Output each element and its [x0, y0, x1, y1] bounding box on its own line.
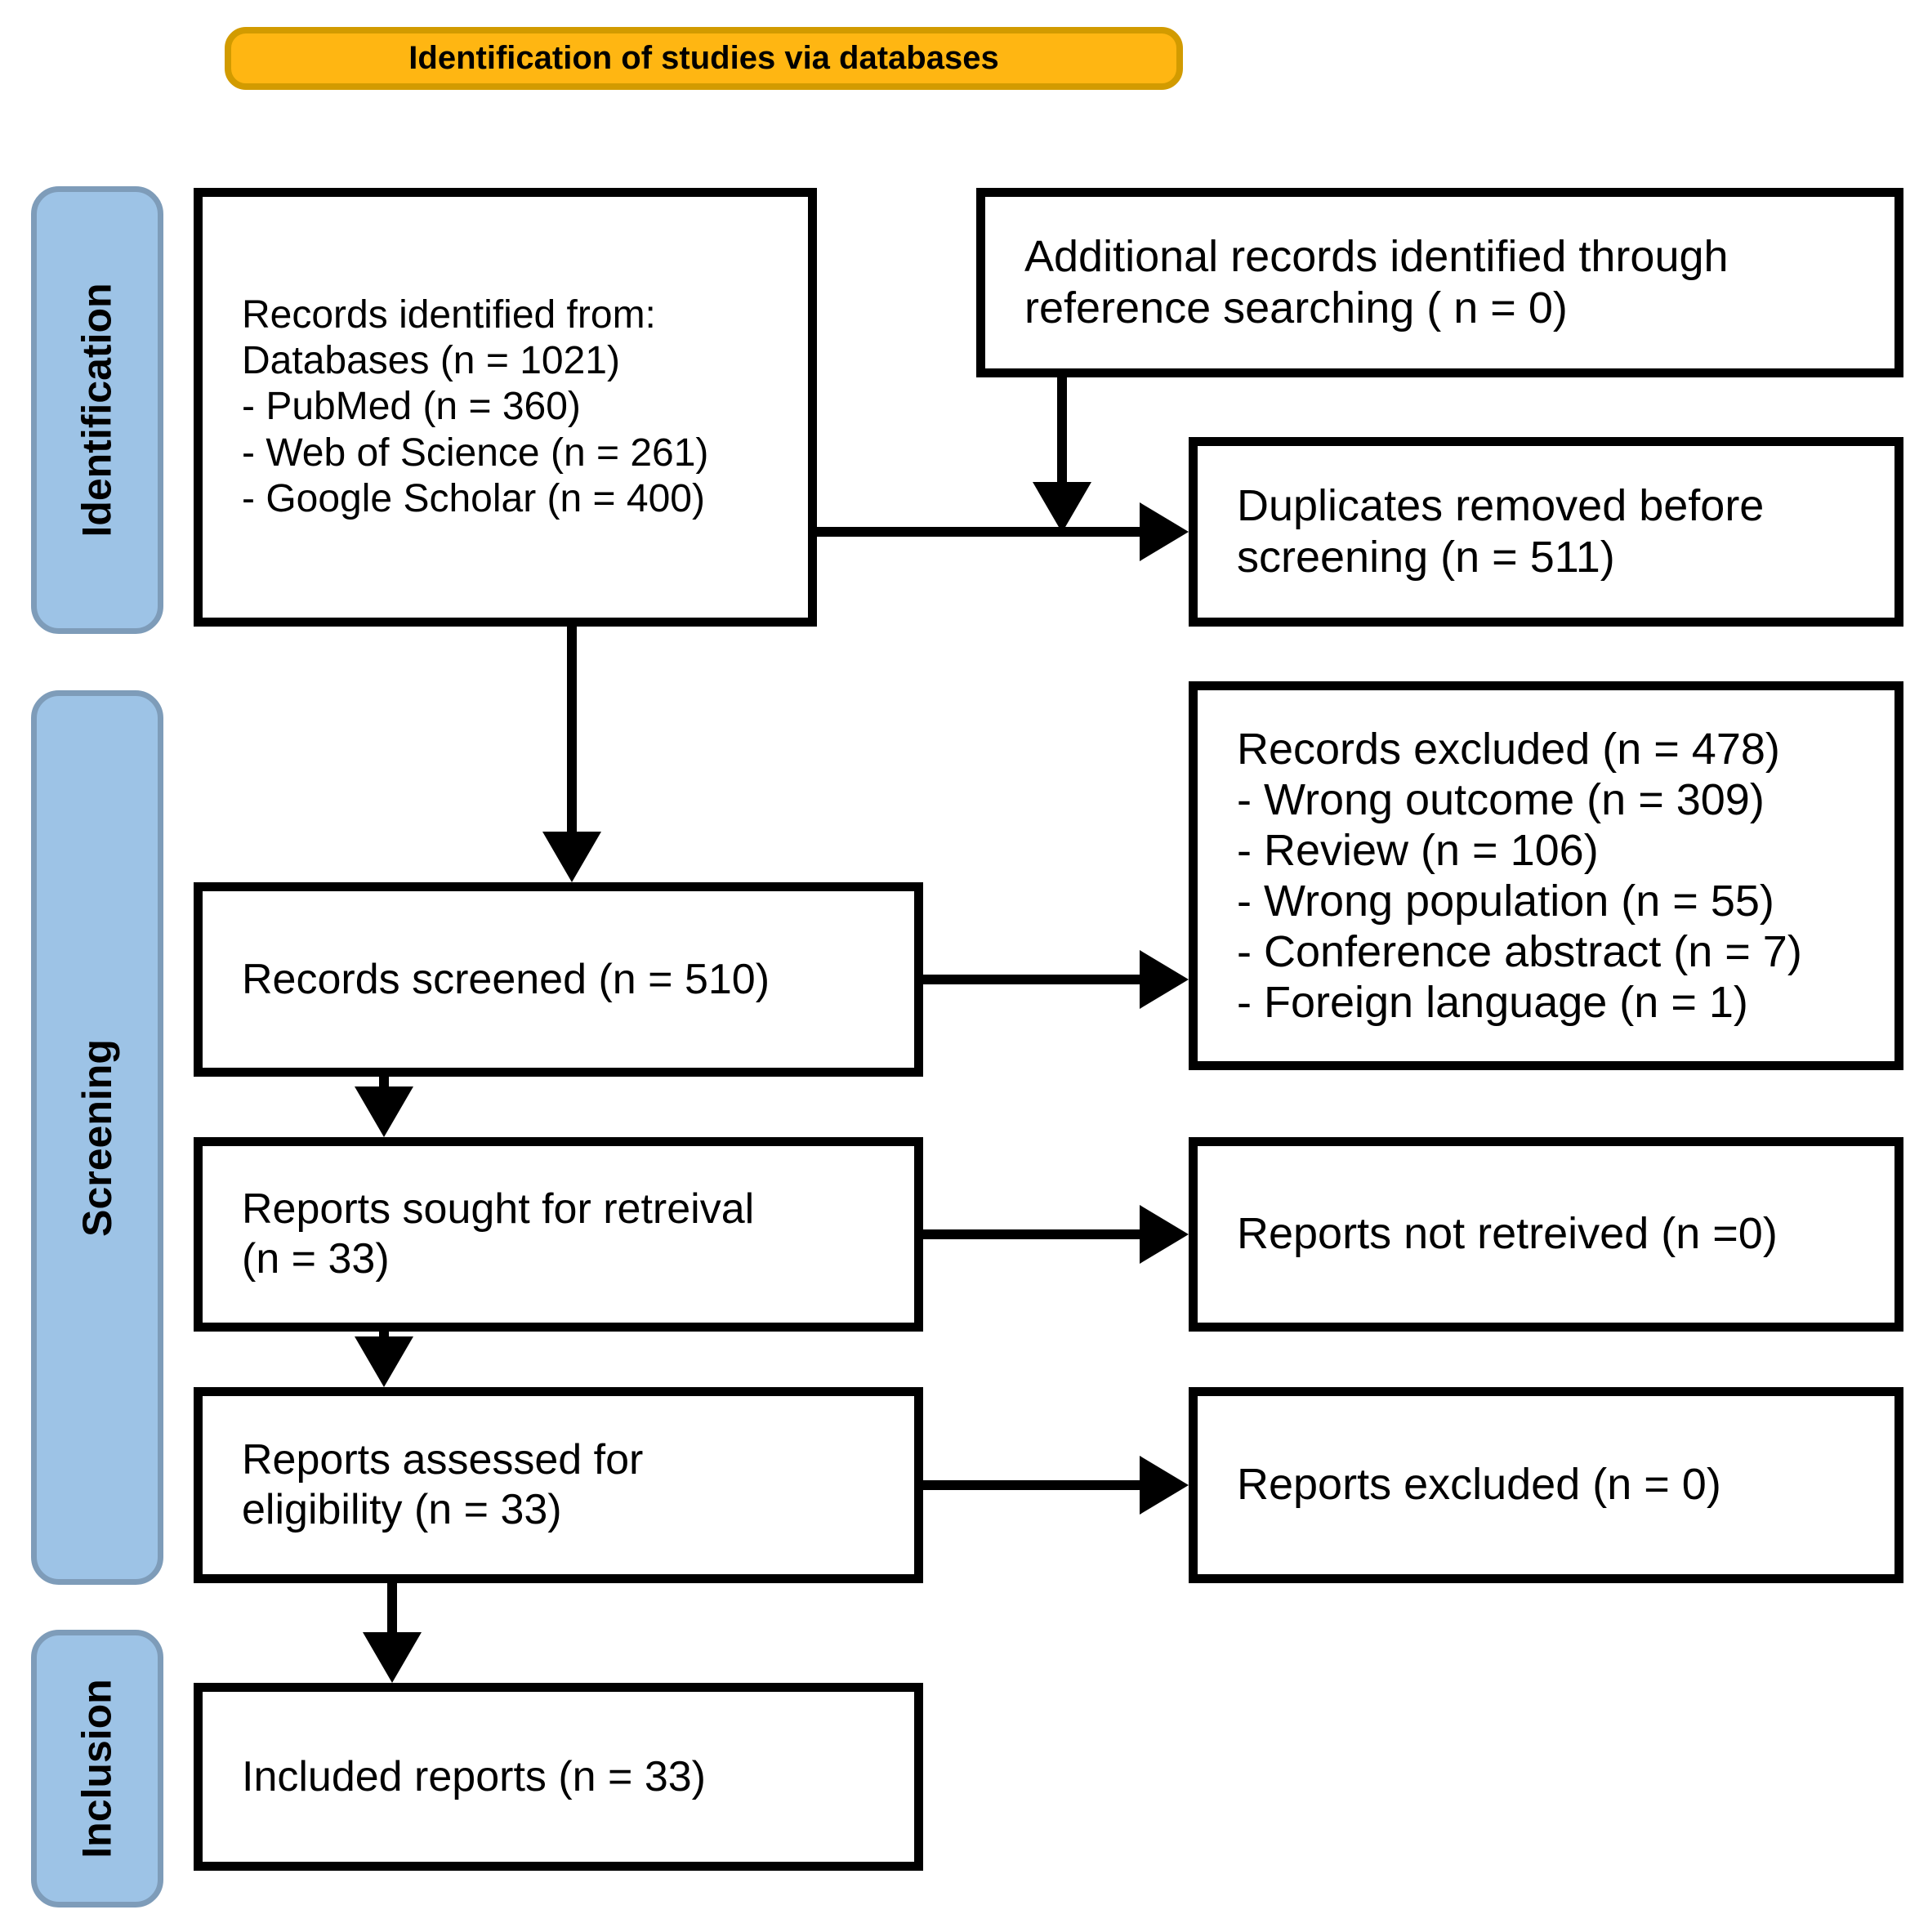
- arrow-sought-to-assessed-shaft: [379, 1332, 389, 1340]
- arrow-right-icon: [1140, 1205, 1189, 1264]
- box-records-excluded: Records excluded (n = 478) - Wrong outco…: [1189, 681, 1903, 1070]
- arrow-down-icon: [363, 1632, 422, 1683]
- arrow-screened-to-excluded-shaft: [923, 975, 1140, 984]
- stage-rail-screening: Screening: [31, 690, 163, 1585]
- arrow-right-icon: [1140, 1456, 1189, 1515]
- box-reports-excluded: Reports excluded (n = 0): [1189, 1387, 1903, 1583]
- box-records-identified: Records identified from: Databases (n = …: [194, 188, 817, 627]
- arrow-assessed-to-included-shaft: [387, 1583, 397, 1634]
- box-records-excluded-text: Records excluded (n = 478) - Wrong outco…: [1237, 724, 1802, 1028]
- box-duplicates-removed: Duplicates removed before screening (n =…: [1189, 437, 1903, 627]
- box-reports-not-retrieved: Reports not retreived (n =0): [1189, 1137, 1903, 1332]
- arrow-down-icon: [1033, 482, 1091, 533]
- arrow-right-icon: [1140, 950, 1189, 1009]
- stage-label-identification: Identification: [74, 283, 121, 538]
- box-additional-records-text: Additional records identified through re…: [1024, 231, 1729, 332]
- box-records-screened: Records screened (n = 510): [194, 882, 923, 1077]
- arrow-additional-to-duplicates-shaft: [1057, 377, 1067, 482]
- arrow-assessed-to-reportsexcluded-shaft: [923, 1480, 1140, 1490]
- stage-label-screening: Screening: [74, 1038, 120, 1237]
- diagram-title: Identification of studies via databases: [408, 40, 999, 76]
- arrow-identified-to-screened-shaft: [567, 627, 577, 832]
- stage-label-inclusion: Inclusion: [74, 1679, 120, 1858]
- title-banner: Identification of studies via databases: [225, 27, 1183, 90]
- box-duplicates-removed-text: Duplicates removed before screening (n =…: [1237, 480, 1765, 582]
- stage-rail-inclusion: Inclusion: [31, 1630, 163, 1907]
- stage-rail-identification: Identification: [31, 186, 163, 634]
- box-records-identified-text: Records identified from: Databases (n = …: [242, 293, 709, 520]
- arrow-down-icon: [542, 832, 601, 882]
- box-reports-sought: Reports sought for retreival (n = 33): [194, 1137, 923, 1332]
- box-reports-sought-text: Reports sought for retreival (n = 33): [242, 1185, 755, 1283]
- box-included-reports-text: Included reports (n = 33): [242, 1752, 706, 1800]
- arrow-down-icon: [355, 1086, 413, 1137]
- box-records-screened-text: Records screened (n = 510): [242, 955, 770, 1003]
- arrow-right-icon: [1140, 502, 1189, 561]
- box-reports-not-retrieved-text: Reports not retreived (n =0): [1237, 1209, 1778, 1259]
- arrow-down-icon: [355, 1336, 413, 1387]
- box-included-reports: Included reports (n = 33): [194, 1683, 923, 1871]
- arrow-sought-to-notretrieved-shaft: [923, 1229, 1140, 1239]
- box-reports-assessed: Reports assessed for eligibility (n = 33…: [194, 1387, 923, 1583]
- box-additional-records: Additional records identified through re…: [976, 188, 1903, 377]
- box-reports-assessed-text: Reports assessed for eligibility (n = 33…: [242, 1436, 644, 1533]
- box-reports-excluded-text: Reports excluded (n = 0): [1237, 1460, 1721, 1510]
- arrow-identified-to-duplicates-shaft: [817, 527, 1140, 537]
